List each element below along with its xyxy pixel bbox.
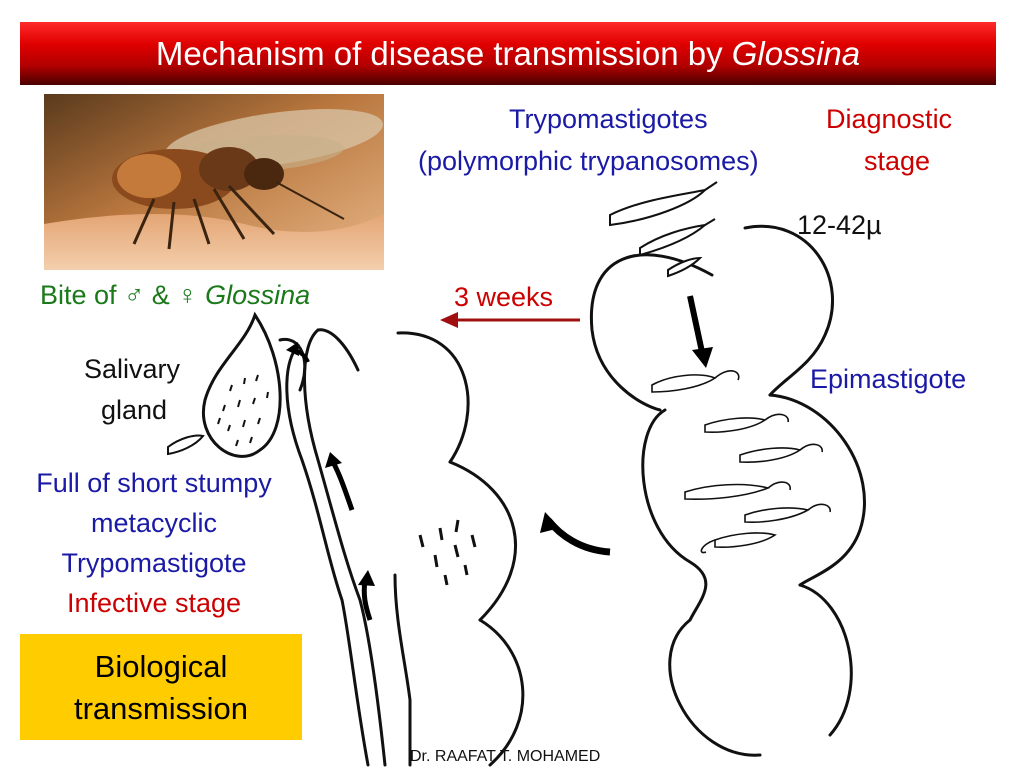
bite-label: Bite of ♂ & ♀ Glossina bbox=[40, 280, 310, 311]
biological-transmission-box: Biological transmission bbox=[20, 634, 302, 740]
trypomastigotes-label: Trypomastigotes bbox=[509, 104, 708, 134]
metacyclic-label: metacyclic bbox=[90, 508, 218, 538]
title-bar: Mechanism of disease transmission by Glo… bbox=[20, 22, 996, 85]
epimastigote-label: Epimastigote bbox=[810, 364, 967, 394]
salivary-dots bbox=[217, 374, 269, 447]
red-arrow-3-weeks bbox=[440, 312, 580, 328]
full-of-label: Full of short stumpy bbox=[36, 468, 272, 498]
salivary-gland bbox=[202, 311, 307, 458]
metacyclic-trypomastigote bbox=[167, 434, 205, 456]
box-line1: Biological bbox=[94, 649, 228, 684]
infective-stage-label: Infective stage bbox=[66, 588, 242, 618]
polymorphic-label: (polymorphic trypanosomes) bbox=[418, 146, 759, 176]
slide-title: Mechanism of disease transmission by Glo… bbox=[20, 22, 996, 85]
tsetse-fly-photo bbox=[44, 94, 384, 270]
gut-dashes bbox=[418, 519, 477, 586]
stage-label: stage bbox=[864, 146, 931, 176]
trypomastigotes bbox=[609, 181, 718, 278]
gland-label: gland bbox=[101, 395, 168, 425]
midgut-right bbox=[589, 224, 866, 757]
midgut-center bbox=[393, 331, 525, 767]
trypomastigote-label: Trypomastigote bbox=[61, 548, 247, 578]
size-label: 12-42µ bbox=[797, 210, 882, 240]
bite-prefix: Bite of ♂ & ♀ bbox=[40, 280, 206, 310]
box-line2: transmission bbox=[74, 691, 248, 726]
credit-label: Dr. RAAFAT T. MOHAMED bbox=[410, 748, 601, 765]
weeks-label: 3 weeks bbox=[454, 282, 554, 312]
title-main: Mechanism of disease transmission by bbox=[155, 35, 732, 72]
bite-italic: Glossina bbox=[205, 280, 311, 310]
black-arrows bbox=[286, 295, 713, 621]
diagnostic-label: Diagnostic bbox=[826, 104, 953, 134]
title-italic: Glossina bbox=[731, 35, 861, 72]
salivary-label: Salivary bbox=[84, 354, 181, 384]
foregut-tube bbox=[285, 328, 387, 767]
epimastigotes bbox=[651, 370, 831, 554]
